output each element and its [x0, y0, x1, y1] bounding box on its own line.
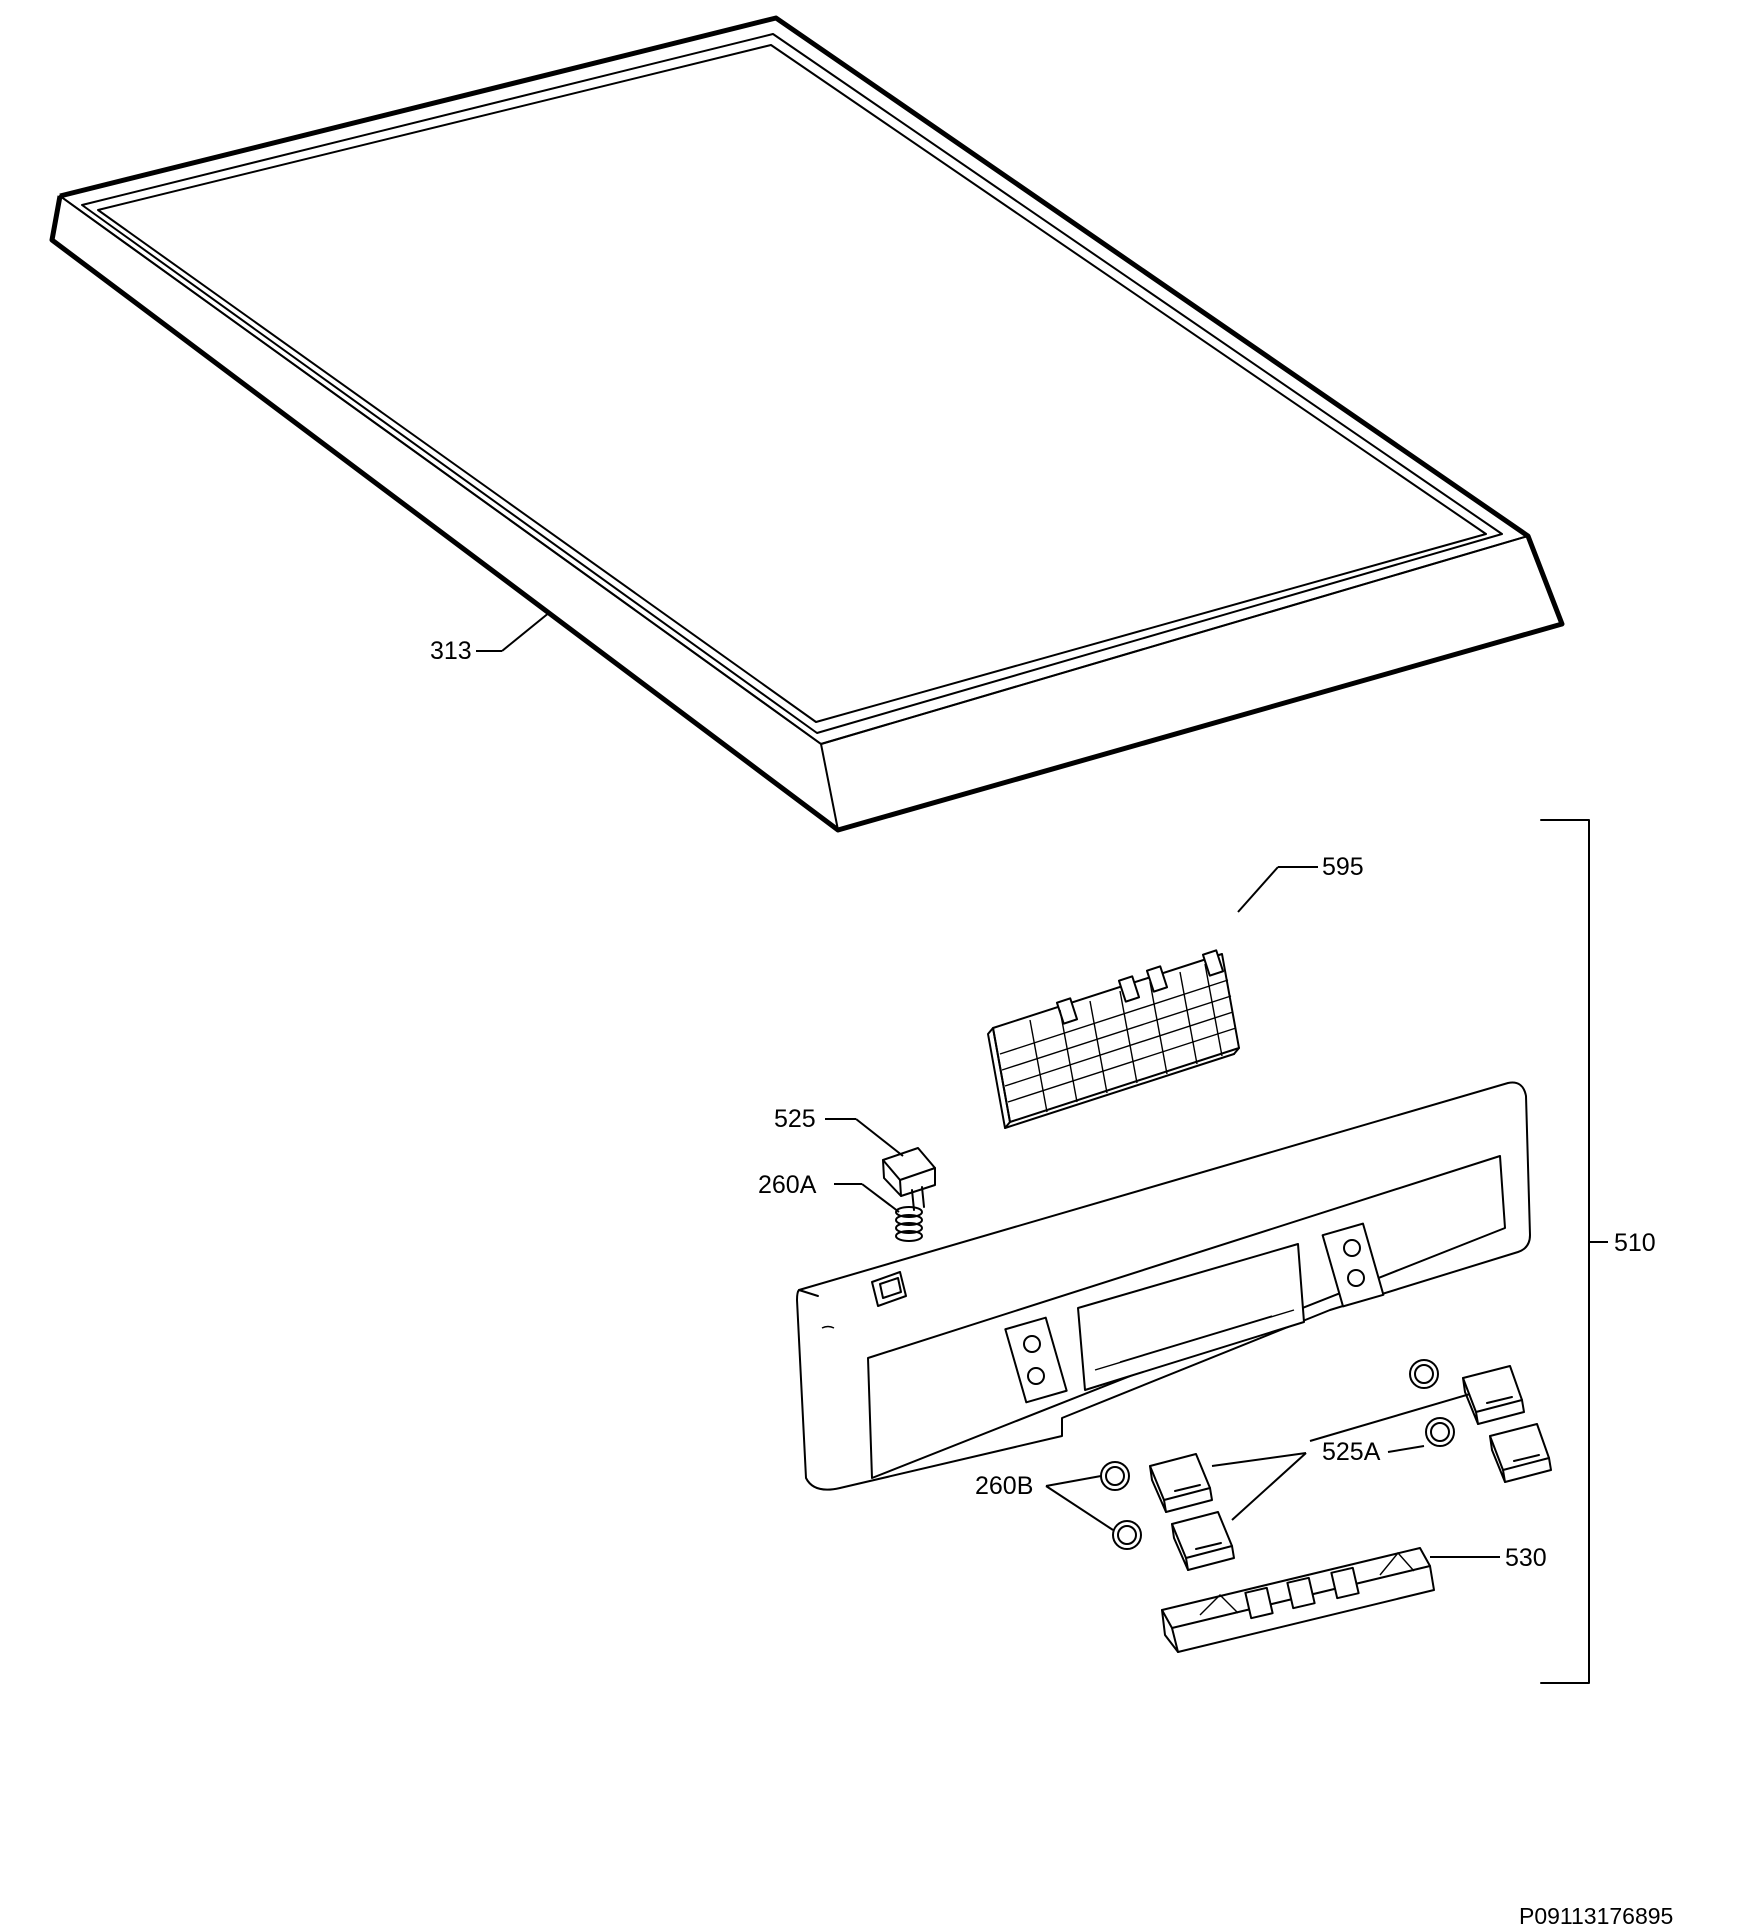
control-panel-part [796, 1081, 1531, 1491]
button-part [1149, 1365, 1552, 1571]
reference-code: P09113176895 [1519, 1903, 1673, 1929]
label-595: 595 [1322, 853, 1364, 881]
bracket-510 [1540, 819, 1590, 1684]
lid-part [49, 15, 1565, 833]
label-260b: 260B [975, 1472, 1033, 1500]
circuit-board-part [987, 949, 1240, 1129]
label-525a: 525A [1322, 1438, 1381, 1466]
label-530: 530 [1505, 1544, 1547, 1572]
selector-bar-part [1161, 1547, 1435, 1653]
label-525: 525 [774, 1105, 816, 1133]
top-spring-part [895, 1206, 923, 1242]
top-button-part [882, 1147, 936, 1211]
label-313: 313 [430, 637, 472, 665]
label-260a: 260A [758, 1171, 817, 1199]
label-510: 510 [1614, 1229, 1656, 1257]
spring-part [1100, 1359, 1455, 1550]
